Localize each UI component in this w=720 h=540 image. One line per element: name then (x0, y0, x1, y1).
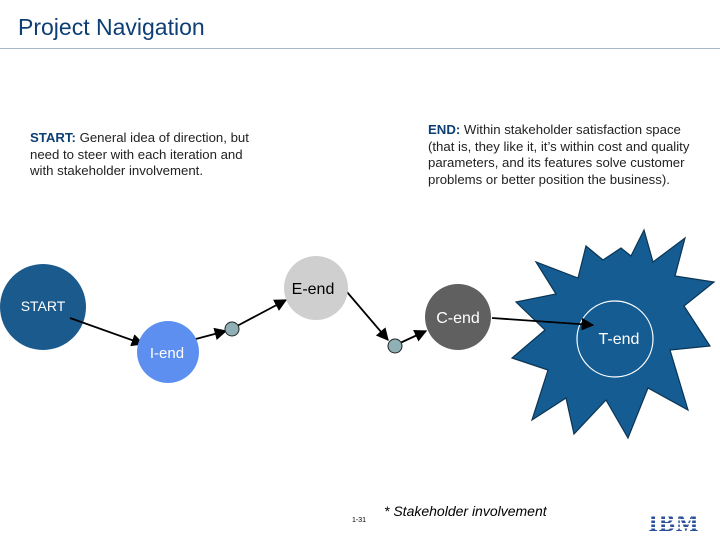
iend-to-waypoint-arrow (191, 327, 228, 341)
footer-note: * Stakeholder involvement (384, 503, 547, 519)
eend-to-waypoint-arrow (346, 291, 389, 341)
title-divider (0, 48, 720, 49)
t-end-node-label: T-end (599, 331, 640, 348)
end-description-label: END: (428, 122, 461, 137)
waypoint-to-cend-arrow (399, 330, 428, 344)
start-node-label: START (21, 298, 66, 314)
start-node (0, 264, 86, 350)
page-title: Project Navigation (18, 14, 205, 40)
i-end-node-label: I-end (150, 345, 184, 362)
start-description-body: General idea of direction, but need to s… (30, 130, 249, 178)
ibm-logo: IBM (638, 510, 710, 536)
i-end-node (137, 321, 199, 383)
page-number: 1-31 (352, 517, 367, 524)
waypoint-1 (224, 321, 240, 337)
start-description: START: General idea of direction, but ne… (30, 130, 262, 180)
c-end-node-label: C-end (436, 310, 480, 327)
e-end-node-label: E-end (292, 281, 335, 298)
start-to-iend-arrow (69, 317, 145, 347)
t-end-ring (576, 300, 654, 378)
end-description: END: Within stakeholder satisfaction spa… (428, 122, 696, 188)
c-end-node (425, 284, 491, 350)
t-end-burst (510, 228, 716, 440)
waypoint-to-eend-arrow (236, 299, 288, 327)
e-end-node (284, 256, 348, 320)
end-description-body: Within stakeholder satisfaction space (t… (428, 122, 690, 187)
start-description-label: START: (30, 130, 76, 145)
waypoint-2 (387, 338, 403, 354)
cend-to-tend-arrow (491, 317, 595, 331)
